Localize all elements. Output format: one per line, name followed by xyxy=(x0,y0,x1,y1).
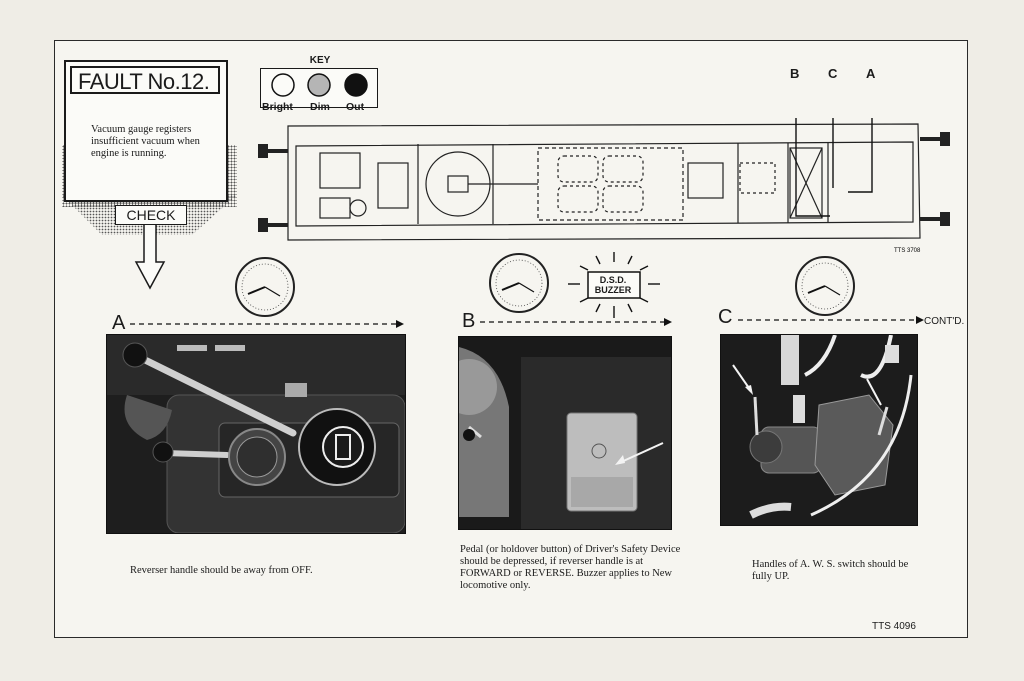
key-out-label: Out xyxy=(346,101,365,113)
dim-lamp-icon xyxy=(307,73,331,97)
buzzer-rays-icon xyxy=(568,252,660,318)
key-title: KEY xyxy=(309,55,331,66)
check-arrow-icon xyxy=(134,222,166,290)
vacuum-gauge-icon-a xyxy=(235,257,295,317)
diagram-label-a: A xyxy=(866,66,876,81)
photo-aws-switch xyxy=(720,334,918,526)
vacuum-gauge-icon-b xyxy=(489,253,549,313)
fault-description: Vacuum gauge registers insufficient vacu… xyxy=(91,124,200,159)
fault-title: FAULT No.12. xyxy=(70,66,220,94)
continued-label: CONT'D. xyxy=(924,316,965,327)
caption-b: Pedal (or holdover button) of Driver's S… xyxy=(460,544,681,591)
photo-driver-safety-pedal xyxy=(458,336,672,530)
dashed-arrow-a xyxy=(130,320,404,328)
caption-c: Handles of A. W. S. switch should be ful… xyxy=(752,559,909,582)
caption-a: Reverser handle should be away from OFF. xyxy=(130,565,313,576)
vacuum-gauge-icon-c xyxy=(795,256,855,316)
fault-box: FAULT No.12. Vacuum gauge registers insu… xyxy=(64,60,228,202)
diagram-label-c: C xyxy=(828,66,838,81)
section-letter-c: C xyxy=(718,306,733,328)
footer-ref: TTS 4096 xyxy=(872,621,916,632)
section-letter-a: A xyxy=(112,312,126,334)
out-lamp-icon xyxy=(344,73,368,97)
check-label: CHECK xyxy=(115,205,187,225)
dashed-arrow-b xyxy=(480,318,672,326)
key-dim-label: Dim xyxy=(310,101,330,113)
dashed-arrow-c xyxy=(738,316,924,324)
key-box xyxy=(260,68,378,108)
buzzer-label: D.S.D. BUZZER xyxy=(594,275,632,295)
diagram-label-b: B xyxy=(790,66,800,81)
locomotive-plan-diagram: TTS 3708 xyxy=(258,118,950,254)
bright-lamp-icon xyxy=(271,73,295,97)
key-bright-label: Bright xyxy=(262,101,293,113)
photo-reverser-handle xyxy=(106,334,406,534)
diagram-ref: TTS 3708 xyxy=(894,248,921,254)
section-letter-b: B xyxy=(462,310,476,332)
